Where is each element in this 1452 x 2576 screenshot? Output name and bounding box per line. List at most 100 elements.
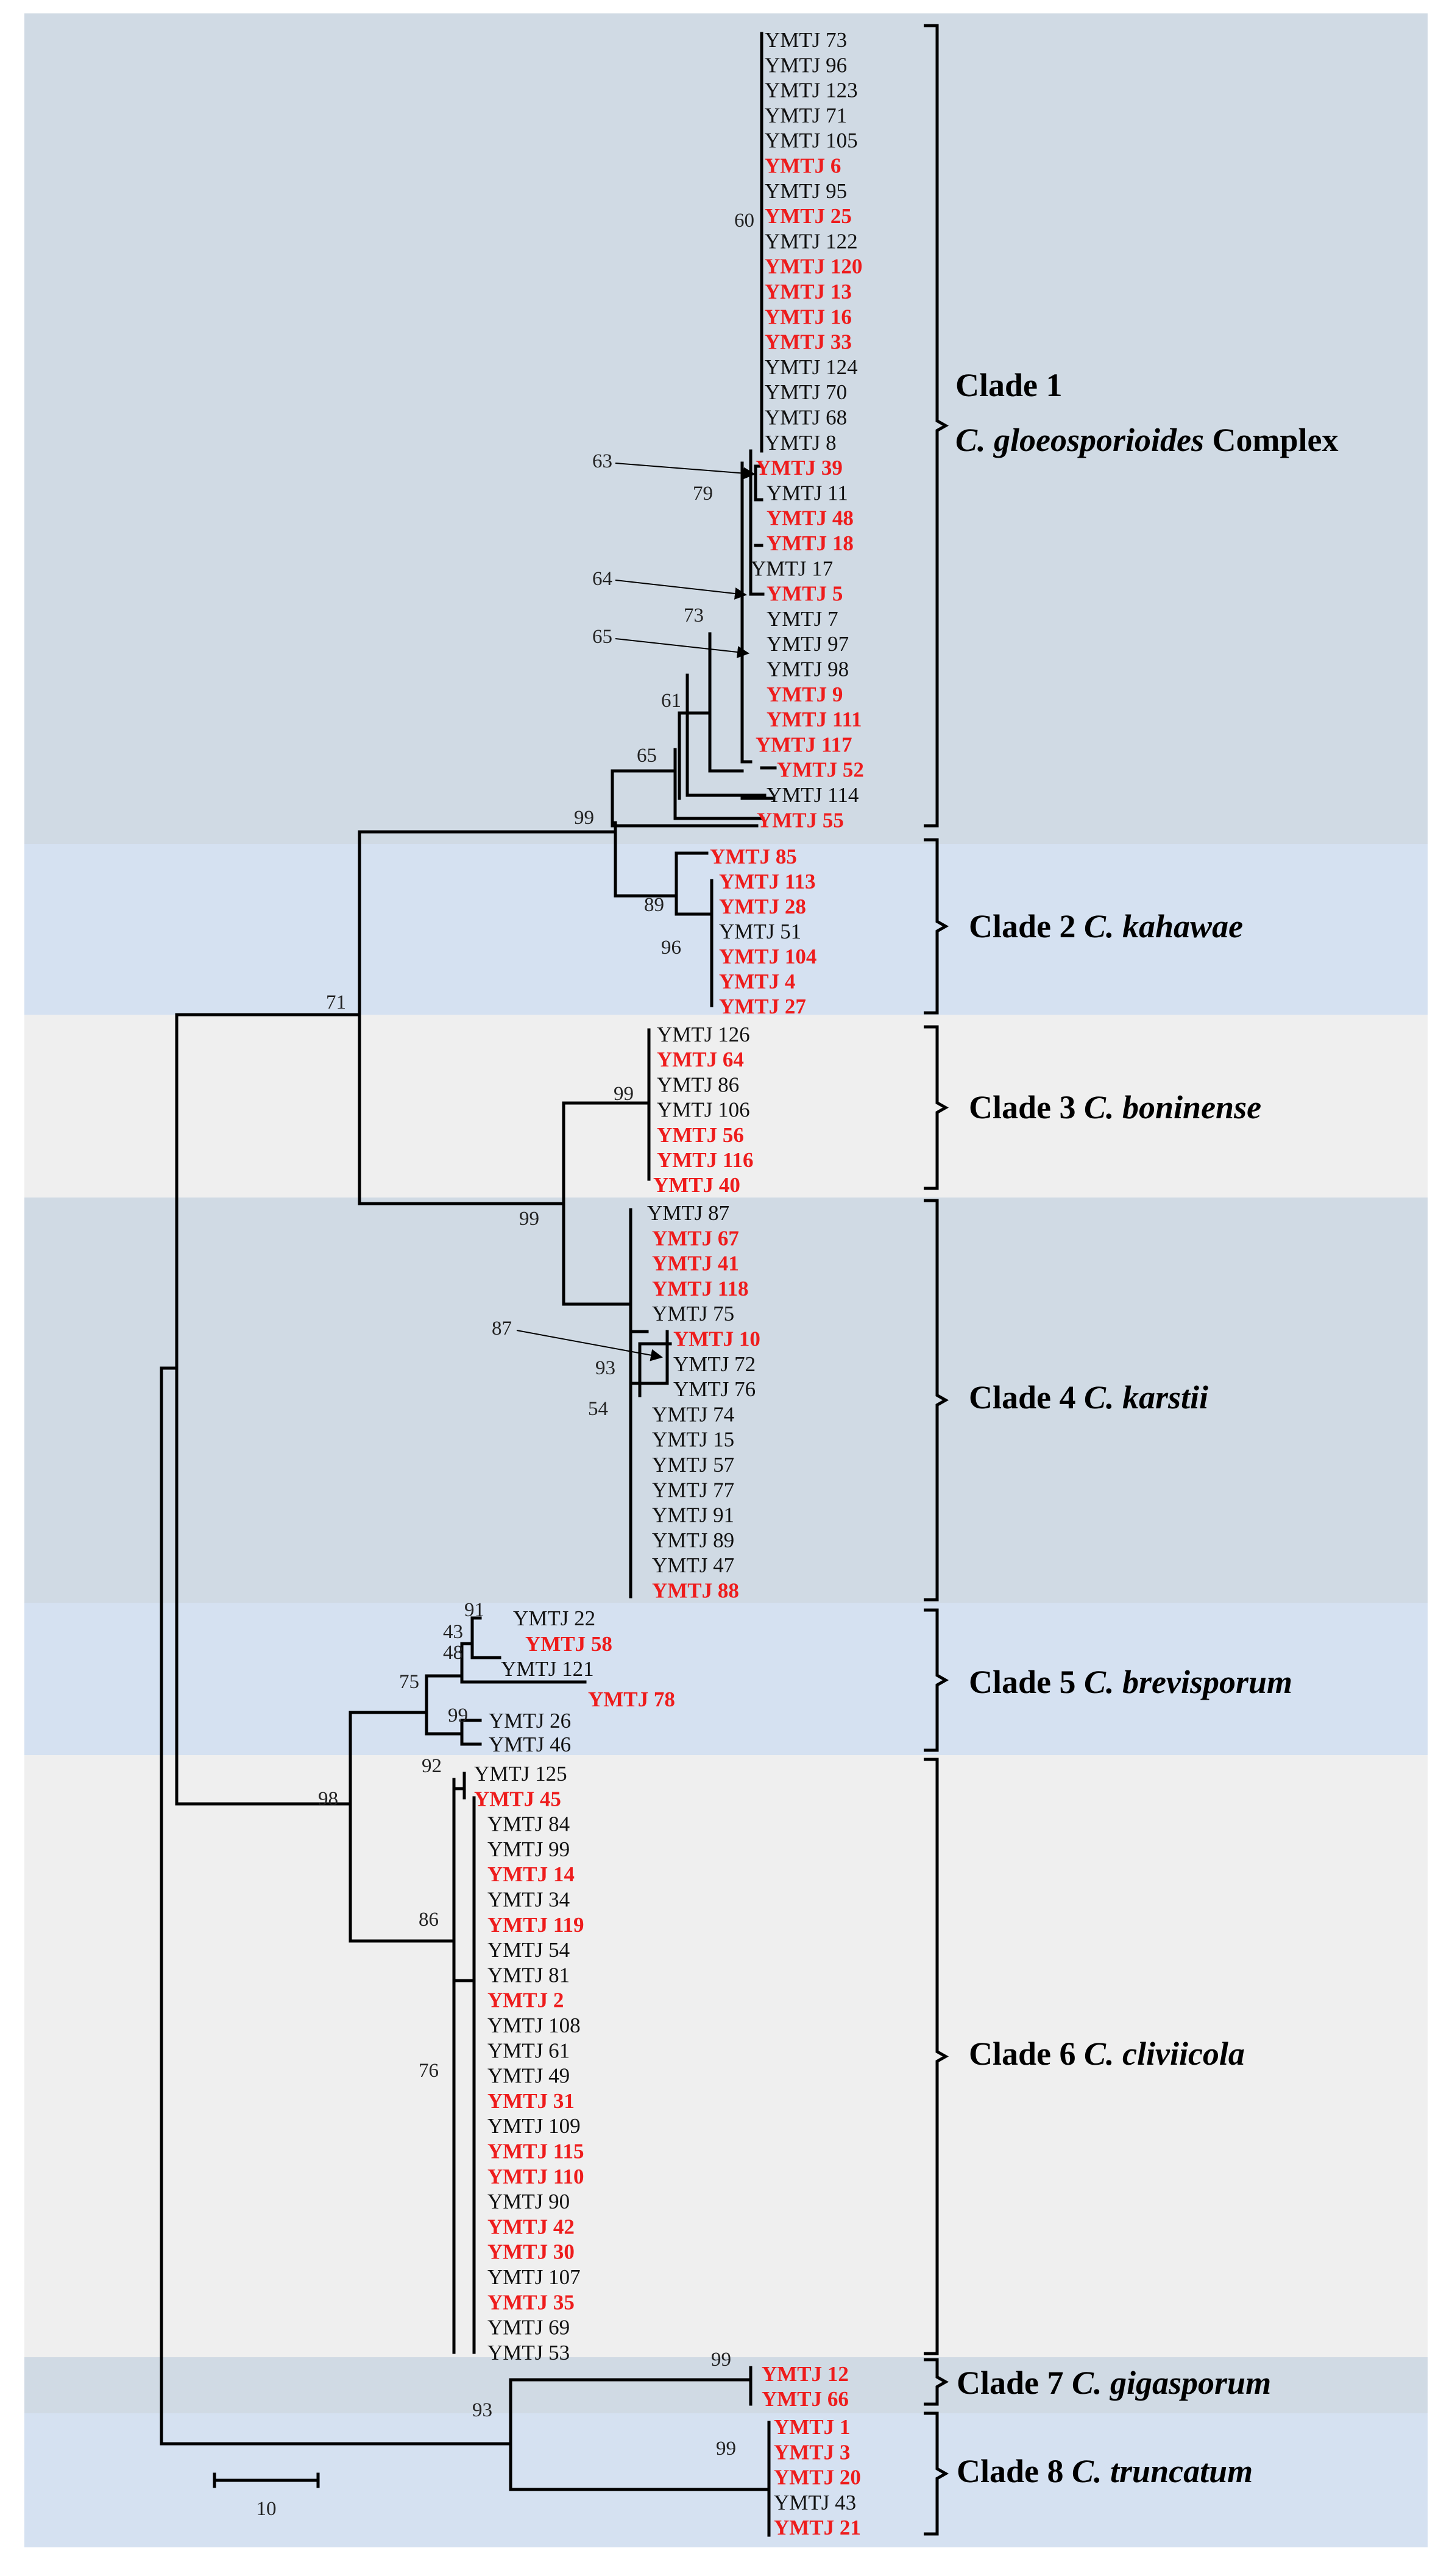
- taxon-label: YMTJ 123: [765, 79, 858, 102]
- scale-bar: 10: [213, 2472, 320, 2520]
- taxon-label: YMTJ 20: [774, 2466, 861, 2489]
- taxon-label: YMTJ 61: [487, 2038, 570, 2062]
- taxon-label: YMTJ 86: [657, 1073, 739, 1096]
- taxon-label: YMTJ 105: [765, 129, 858, 152]
- taxon-label: YMTJ 71: [765, 104, 847, 127]
- taxon-label: YMTJ 9: [767, 683, 843, 706]
- clade-8-species: C. truncatum: [1072, 2453, 1253, 2489]
- clade-4-label: Clade 4 C. karstii: [969, 1379, 1208, 1416]
- clade-7-band: [24, 2357, 1428, 2413]
- clade-5-bracket: [924, 1608, 949, 1752]
- taxon-label: YMTJ 124: [765, 355, 858, 379]
- taxon-label: YMTJ 77: [652, 1478, 734, 1502]
- taxon-label: YMTJ 34: [487, 1888, 570, 1912]
- taxon-label: YMTJ 2: [487, 1989, 564, 2012]
- pointer-arrow: [516, 1330, 663, 1361]
- taxon-label: YMTJ 114: [767, 783, 859, 807]
- taxon-label: YMTJ 35: [487, 2290, 575, 2314]
- taxon-label: YMTJ 118: [652, 1277, 748, 1300]
- taxon-label: YMTJ 49: [487, 2064, 570, 2088]
- taxon-label: YMTJ 69: [487, 2316, 570, 2340]
- taxon-label: YMTJ 8: [765, 431, 837, 455]
- clade-5-band: [24, 1603, 1428, 1755]
- taxon-label: YMTJ 40: [653, 1173, 740, 1197]
- bootstrap-value: 79: [693, 483, 713, 505]
- taxon-label: YMTJ 76: [673, 1377, 756, 1401]
- bootstrap-value: 98: [318, 1788, 338, 1810]
- clade-2-label: Clade 2 C. kahawae: [969, 908, 1243, 945]
- bootstrap-value: 87: [492, 1318, 512, 1339]
- clade-7-bracket: [924, 2358, 949, 2406]
- clade-brackets: [924, 24, 949, 2536]
- taxon-label: YMTJ 46: [489, 1733, 571, 1756]
- taxon-label: YMTJ 98: [767, 658, 849, 681]
- taxon-label: YMTJ 12: [762, 2362, 849, 2386]
- taxon-label: YMTJ 125: [474, 1762, 567, 1786]
- taxon-label: YMTJ 5: [767, 582, 843, 606]
- taxon-label: YMTJ 109: [487, 2114, 581, 2138]
- taxon-label: YMTJ 27: [719, 995, 806, 1018]
- clade-2-species: C. kahawae: [1084, 908, 1243, 945]
- clade-8-bracket: [924, 2411, 949, 2536]
- clade-2-band: [24, 844, 1428, 1015]
- bootstrap-value: 60: [734, 210, 754, 232]
- bootstrap-value: 63: [592, 450, 612, 472]
- bootstrap-value: 86: [419, 1909, 439, 1931]
- clade-1-band: [24, 13, 1428, 844]
- bootstrap-value: 54: [588, 1398, 608, 1420]
- bootstrap-value: 99: [519, 1208, 539, 1230]
- clade-1-suffix: Complex: [1204, 422, 1338, 458]
- taxon-label: YMTJ 58: [525, 1632, 612, 1656]
- clade-4-band: [24, 1198, 1428, 1603]
- taxon-label: YMTJ 120: [765, 255, 862, 279]
- tree-branches: [160, 32, 777, 2537]
- taxon-label: YMTJ 3: [774, 2440, 850, 2464]
- clade-1-bracket: [924, 24, 949, 828]
- taxon-label: YMTJ 89: [652, 1528, 734, 1552]
- taxon-label: YMTJ 91: [652, 1503, 734, 1527]
- clade-6-label: Clade 6 C. cliviicola: [969, 2035, 1245, 2072]
- clade-4-bracket: [924, 1199, 949, 1602]
- taxon-label: YMTJ 33: [765, 330, 852, 354]
- taxon-label: YMTJ 90: [487, 2190, 570, 2213]
- clade-1-species: C. gloeosporioides Complex: [955, 422, 1339, 458]
- taxon-label: YMTJ 78: [588, 1687, 675, 1711]
- bootstrap-value: 99: [614, 1083, 634, 1105]
- taxon-label: YMTJ 67: [652, 1226, 739, 1250]
- taxon-label: YMTJ 16: [765, 305, 852, 328]
- bootstrap-pointer-arrows: [516, 463, 756, 1361]
- taxon-label: YMTJ 48: [767, 506, 854, 530]
- taxon-label: YMTJ 11: [767, 481, 848, 505]
- clade-3-label: Clade 3 C. boninense: [969, 1089, 1261, 1126]
- clade-3-band: [24, 1015, 1428, 1198]
- taxon-label: YMTJ 97: [767, 632, 849, 656]
- taxon-label: YMTJ 113: [719, 870, 815, 893]
- scale-bar-label: 10: [257, 2498, 277, 2520]
- pointer-arrow: [615, 580, 747, 600]
- taxon-label: YMTJ 31: [487, 2089, 575, 2113]
- taxon-label: YMTJ 57: [652, 1453, 734, 1477]
- taxon-label: YMTJ 43: [774, 2491, 856, 2514]
- taxon-label: YMTJ 18: [767, 531, 854, 555]
- clade-6-species: C. cliviicola: [1084, 2035, 1245, 2072]
- taxon-label: YMTJ 30: [487, 2240, 575, 2264]
- taxon-label: YMTJ 4: [719, 970, 795, 993]
- taxon-label: YMTJ 75: [652, 1302, 734, 1325]
- bootstrap-value: 99: [448, 1705, 468, 1726]
- clade-5-species: C. brevisporum: [1084, 1664, 1292, 1700]
- bootstrap-value: 93: [472, 2399, 492, 2421]
- taxon-label: YMTJ 70: [765, 380, 847, 404]
- taxon-label: YMTJ 10: [673, 1327, 760, 1351]
- taxon-label: YMTJ 17: [751, 556, 833, 580]
- taxon-label: YMTJ 95: [765, 179, 847, 203]
- taxon-label: YMTJ 99: [487, 1837, 570, 1861]
- taxon-label: YMTJ 104: [719, 945, 816, 968]
- taxon-label: YMTJ 87: [647, 1201, 729, 1225]
- taxon-label: YMTJ 47: [652, 1553, 734, 1577]
- taxon-label: YMTJ 51: [719, 920, 801, 943]
- clade-background-bands: [24, 13, 1428, 2547]
- clade-2-bracket: [924, 838, 949, 1015]
